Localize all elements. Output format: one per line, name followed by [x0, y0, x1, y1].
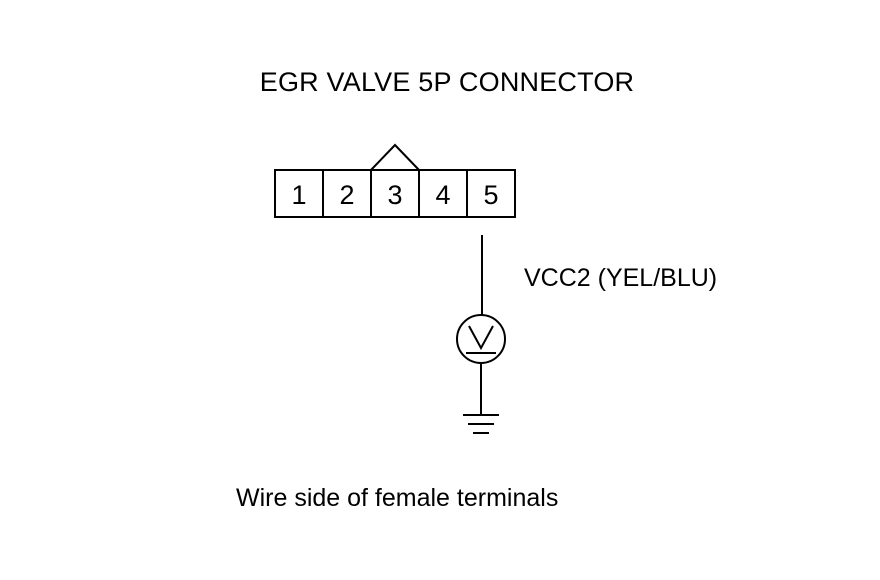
pin-1-label: 1 [291, 180, 306, 210]
pin-3-label: 3 [387, 180, 402, 210]
voltmeter-icon [456, 314, 506, 364]
pin-5-label: 5 [483, 180, 498, 210]
view-note: Wire side of female terminals [236, 484, 559, 512]
locking-tab [370, 143, 420, 171]
pin-4-label: 4 [435, 180, 450, 210]
wire-color-label: VCC2 (YEL/BLU) [524, 264, 718, 292]
pin-2-label: 2 [339, 180, 354, 210]
ground-icon [463, 414, 499, 434]
connector-body [274, 169, 516, 218]
connector-title: EGR VALVE 5P CONNECTOR [259, 67, 635, 97]
